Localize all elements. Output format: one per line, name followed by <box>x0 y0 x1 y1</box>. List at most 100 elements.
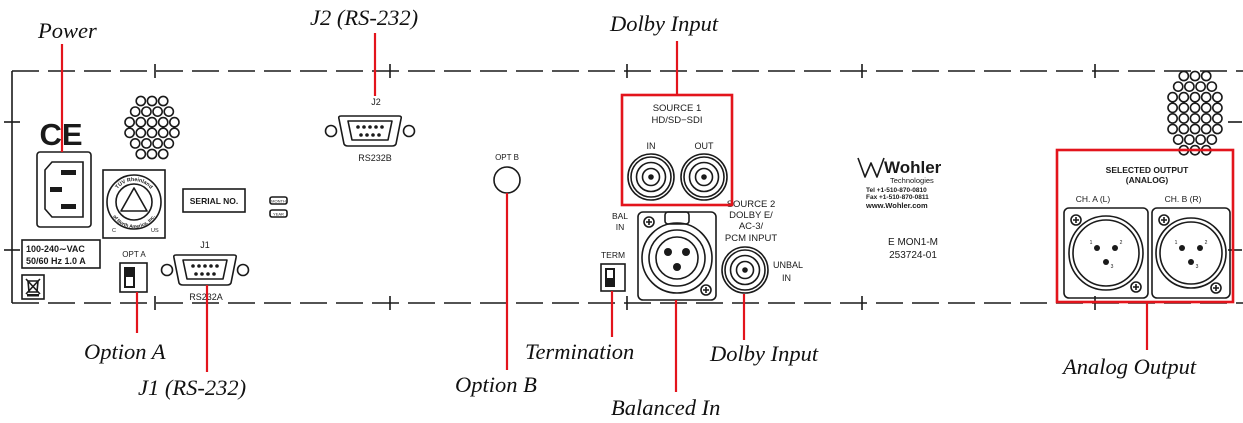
db9-screw-left <box>160 263 174 277</box>
bnc-outer-ring <box>680 153 728 201</box>
vent-hole <box>129 137 141 149</box>
power-rating-voltage: 100-240∼VAC <box>26 244 85 254</box>
selected-output-section: SELECTED OUTPUT (ANALOG) CH. A (L) CH. B… <box>1063 165 1231 299</box>
vent-hole <box>135 116 147 128</box>
source-2-dolby: SOURCE 2 DOLBY E/ AC-3/ PCM INPUT BAL IN <box>600 199 803 301</box>
db9-inner-shell <box>347 120 393 141</box>
opt-a-switch-lever <box>126 277 133 286</box>
opt-b-port: OPT B <box>493 153 521 194</box>
xlr-pin <box>1188 259 1194 265</box>
bnc-center-pin <box>701 174 707 180</box>
callout-option-b: Option B <box>455 372 537 397</box>
tuv-c-mark: C <box>112 228 116 234</box>
wohler-logo: Wohler Technologies Tel +1-510-870-0810 … <box>857 157 942 210</box>
screw-slot <box>1133 284 1139 290</box>
xlr-output-ch-a: 1 2 3 <box>1063 207 1149 299</box>
callout-power: Power <box>37 18 97 43</box>
wohler-web: www.Wohler.com <box>865 201 928 210</box>
xlr-insert <box>655 236 699 280</box>
j2-port: J2 RS232B <box>324 97 416 163</box>
vent-grid-right <box>1167 70 1223 156</box>
vent-hole <box>1206 134 1218 145</box>
opt-b-hole <box>493 166 521 194</box>
xlr-shell <box>1159 221 1223 285</box>
db9-pin <box>215 264 219 268</box>
bnc-collar <box>630 156 672 198</box>
xlr-pin <box>1103 259 1109 265</box>
vent-hole <box>168 116 180 128</box>
xlr-socket-hole <box>682 248 690 256</box>
db9-pin <box>380 125 384 129</box>
db9-inner-shell <box>182 259 228 280</box>
vent-hole <box>135 127 147 139</box>
xlr-shell <box>648 229 706 287</box>
bnc-sdi-in <box>627 153 675 201</box>
screw-head <box>1070 214 1082 226</box>
vent-hole <box>1189 113 1201 124</box>
source-1-title: SOURCE 1 <box>653 103 702 114</box>
wohler-w-icon <box>857 157 885 178</box>
vent-hole <box>1184 81 1195 92</box>
tuv-logo-triangle <box>120 187 148 212</box>
serial-no-box <box>182 188 246 213</box>
xlr-screw-bottom-right <box>1130 281 1142 293</box>
xlr-screw-bottom-right <box>700 284 712 296</box>
xlr-outer-ring <box>1068 215 1144 291</box>
screw-head <box>1210 282 1222 294</box>
db9-pin <box>377 133 381 137</box>
screw-slot <box>646 219 652 225</box>
power-rating-box <box>21 239 101 269</box>
vent-hole <box>1212 123 1223 135</box>
vent-hole <box>1189 70 1201 82</box>
xlr-socket-hole <box>664 248 672 256</box>
vent-hole <box>1189 102 1201 114</box>
xlr-pin-number-1: 1 <box>1090 240 1093 246</box>
xlr-balanced-input <box>637 211 717 301</box>
vent-hole <box>163 106 175 117</box>
source-2-line-3: AC-3/ <box>739 221 764 232</box>
crossed-bin-icon <box>21 274 45 300</box>
vent-hole <box>135 148 147 160</box>
power-inlet-socket <box>44 161 84 218</box>
callout-analog-output: Analog Output <box>1061 354 1197 379</box>
j1-port: J1 RS232A <box>160 240 250 302</box>
month-box <box>269 196 288 205</box>
vent-hole <box>1212 91 1223 103</box>
vent-hole <box>124 127 136 139</box>
serial-no-text: SERIAL NO. <box>190 196 239 206</box>
screw-head <box>700 284 712 296</box>
xlr-pin <box>1112 245 1118 251</box>
bnc-outer-ring <box>627 153 675 201</box>
callout-balanced-in: Balanced In <box>611 395 720 420</box>
db9-pin <box>206 272 210 276</box>
db9-pin <box>212 272 216 276</box>
callout-option-a: Option A <box>84 339 166 364</box>
bal-in-label-1: BAL <box>612 211 628 221</box>
opt-b-label: OPT B <box>495 153 519 162</box>
source-1-sdi: SOURCE 1 HD/SD−SDI IN OUT <box>627 103 728 201</box>
db9-pin <box>365 133 369 137</box>
vent-hole <box>1212 102 1223 114</box>
vent-hole <box>1200 123 1212 135</box>
power-rating-frequency: 50/60 Hz 1.0 A <box>26 256 86 266</box>
vent-hole <box>129 106 141 117</box>
db9-pin <box>356 125 360 129</box>
weee-icon-frame <box>21 274 45 300</box>
source-2-line-4: PCM INPUT <box>725 233 777 244</box>
db9-pin <box>194 272 198 276</box>
source-1-format: HD/SD−SDI <box>652 115 703 126</box>
vent-hole <box>1167 91 1178 103</box>
vent-hole <box>157 95 169 107</box>
db9-pin <box>371 133 375 137</box>
db9-pin <box>200 272 204 276</box>
screw-slot <box>1161 217 1167 223</box>
xlr-screw-top-left <box>643 216 655 228</box>
xlr-screw-top-left <box>1070 214 1082 226</box>
vent-hole <box>1172 134 1184 145</box>
wohler-fax: Fax +1-510-870-0811 <box>866 194 929 201</box>
xlr-screw-bottom-right <box>1210 282 1222 294</box>
bnc-unbal-input <box>721 246 769 294</box>
vent-grid-left <box>124 95 180 160</box>
j1-label: J1 <box>200 240 210 250</box>
